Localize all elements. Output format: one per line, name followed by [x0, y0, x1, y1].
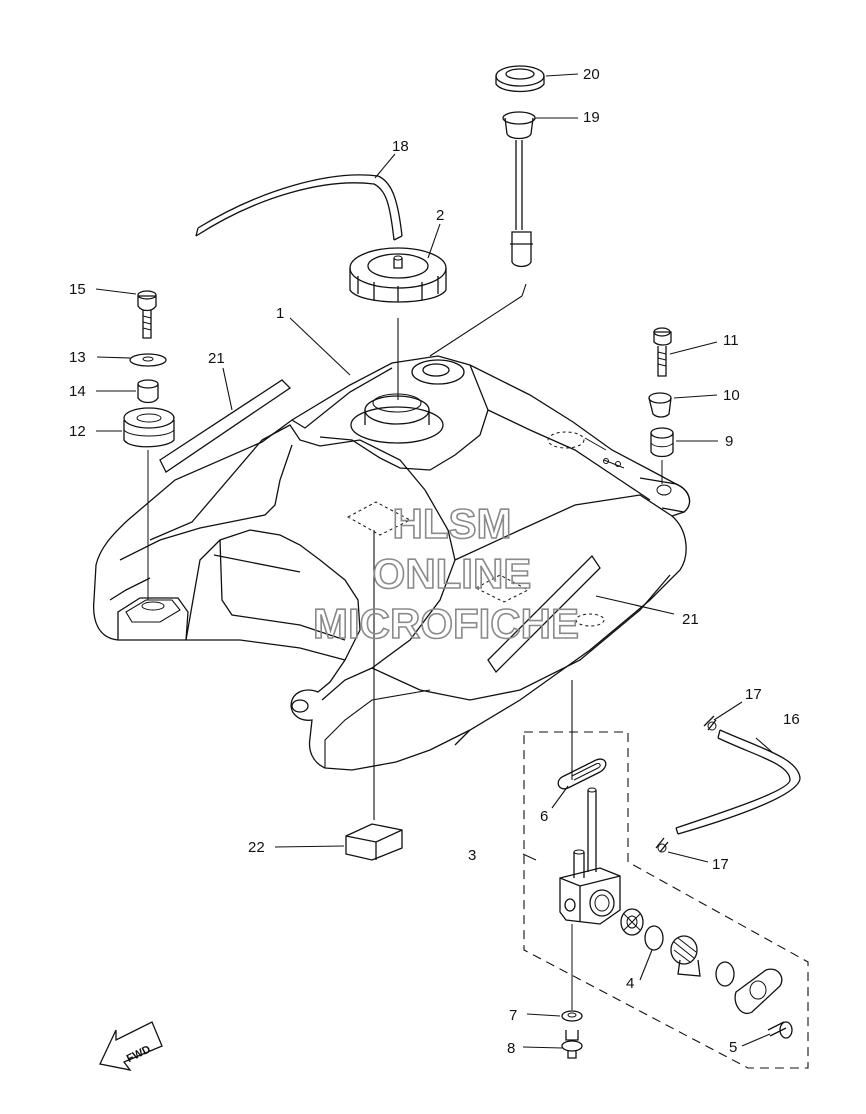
callout-8: 8 — [507, 1040, 515, 1057]
callout-labels: 1 2 3 4 5 6 7 8 9 10 11 12 13 14 15 16 1… — [69, 66, 800, 1057]
callout-9: 9 — [725, 433, 733, 450]
callout-4: 4 — [626, 975, 634, 992]
callout-18: 18 — [392, 138, 409, 155]
fuel-cock-lever — [670, 935, 701, 977]
callout-17-hose-top: 17 — [745, 686, 762, 703]
callout-20: 20 — [583, 66, 600, 83]
callout-6: 6 — [540, 808, 548, 825]
fwd-label: FWD — [125, 1043, 153, 1065]
callout-7: 7 — [509, 1007, 517, 1024]
left-mount-hardware — [123, 290, 175, 600]
callout-21-left: 21 — [208, 350, 225, 367]
fuel-gauge-sender — [502, 111, 536, 268]
callout-11: 11 — [723, 332, 739, 349]
callout-1: 1 — [276, 305, 284, 322]
callout-17-hose-bottom: 17 — [712, 856, 729, 873]
callout-22: 22 — [248, 839, 265, 856]
callout-10: 10 — [723, 387, 740, 404]
fuel-cap — [349, 247, 447, 303]
watermark-line-2: ONLINE — [373, 550, 532, 597]
fuel-tank — [92, 65, 809, 1069]
callout-3: 3 — [468, 847, 476, 864]
right-mount-hardware — [648, 327, 674, 484]
grommet — [495, 65, 545, 93]
callout-14: 14 — [69, 383, 86, 400]
forward-direction-arrow-icon: FWD — [99, 1021, 163, 1071]
watermark-line-1: HLSM — [393, 500, 512, 547]
callout-2: 2 — [436, 207, 444, 224]
cover-plate — [734, 968, 783, 1015]
callout-19: 19 — [583, 109, 600, 126]
callout-15: 15 — [69, 281, 86, 298]
leader-lines — [95, 73, 773, 1049]
damper-pad — [345, 823, 403, 861]
valve-disc — [620, 908, 644, 936]
watermark: HLSM ONLINE MICROFICHE — [312, 499, 580, 648]
callout-5: 5 — [729, 1039, 737, 1056]
callout-13: 13 — [69, 349, 86, 366]
callout-12: 12 — [69, 423, 86, 440]
fuel-hose — [655, 715, 801, 853]
fuel-cock — [559, 787, 621, 925]
watermark-line-3: MICROFICHE — [313, 600, 579, 647]
callout-21-right: 21 — [682, 611, 699, 628]
callout-16: 16 — [783, 711, 800, 728]
